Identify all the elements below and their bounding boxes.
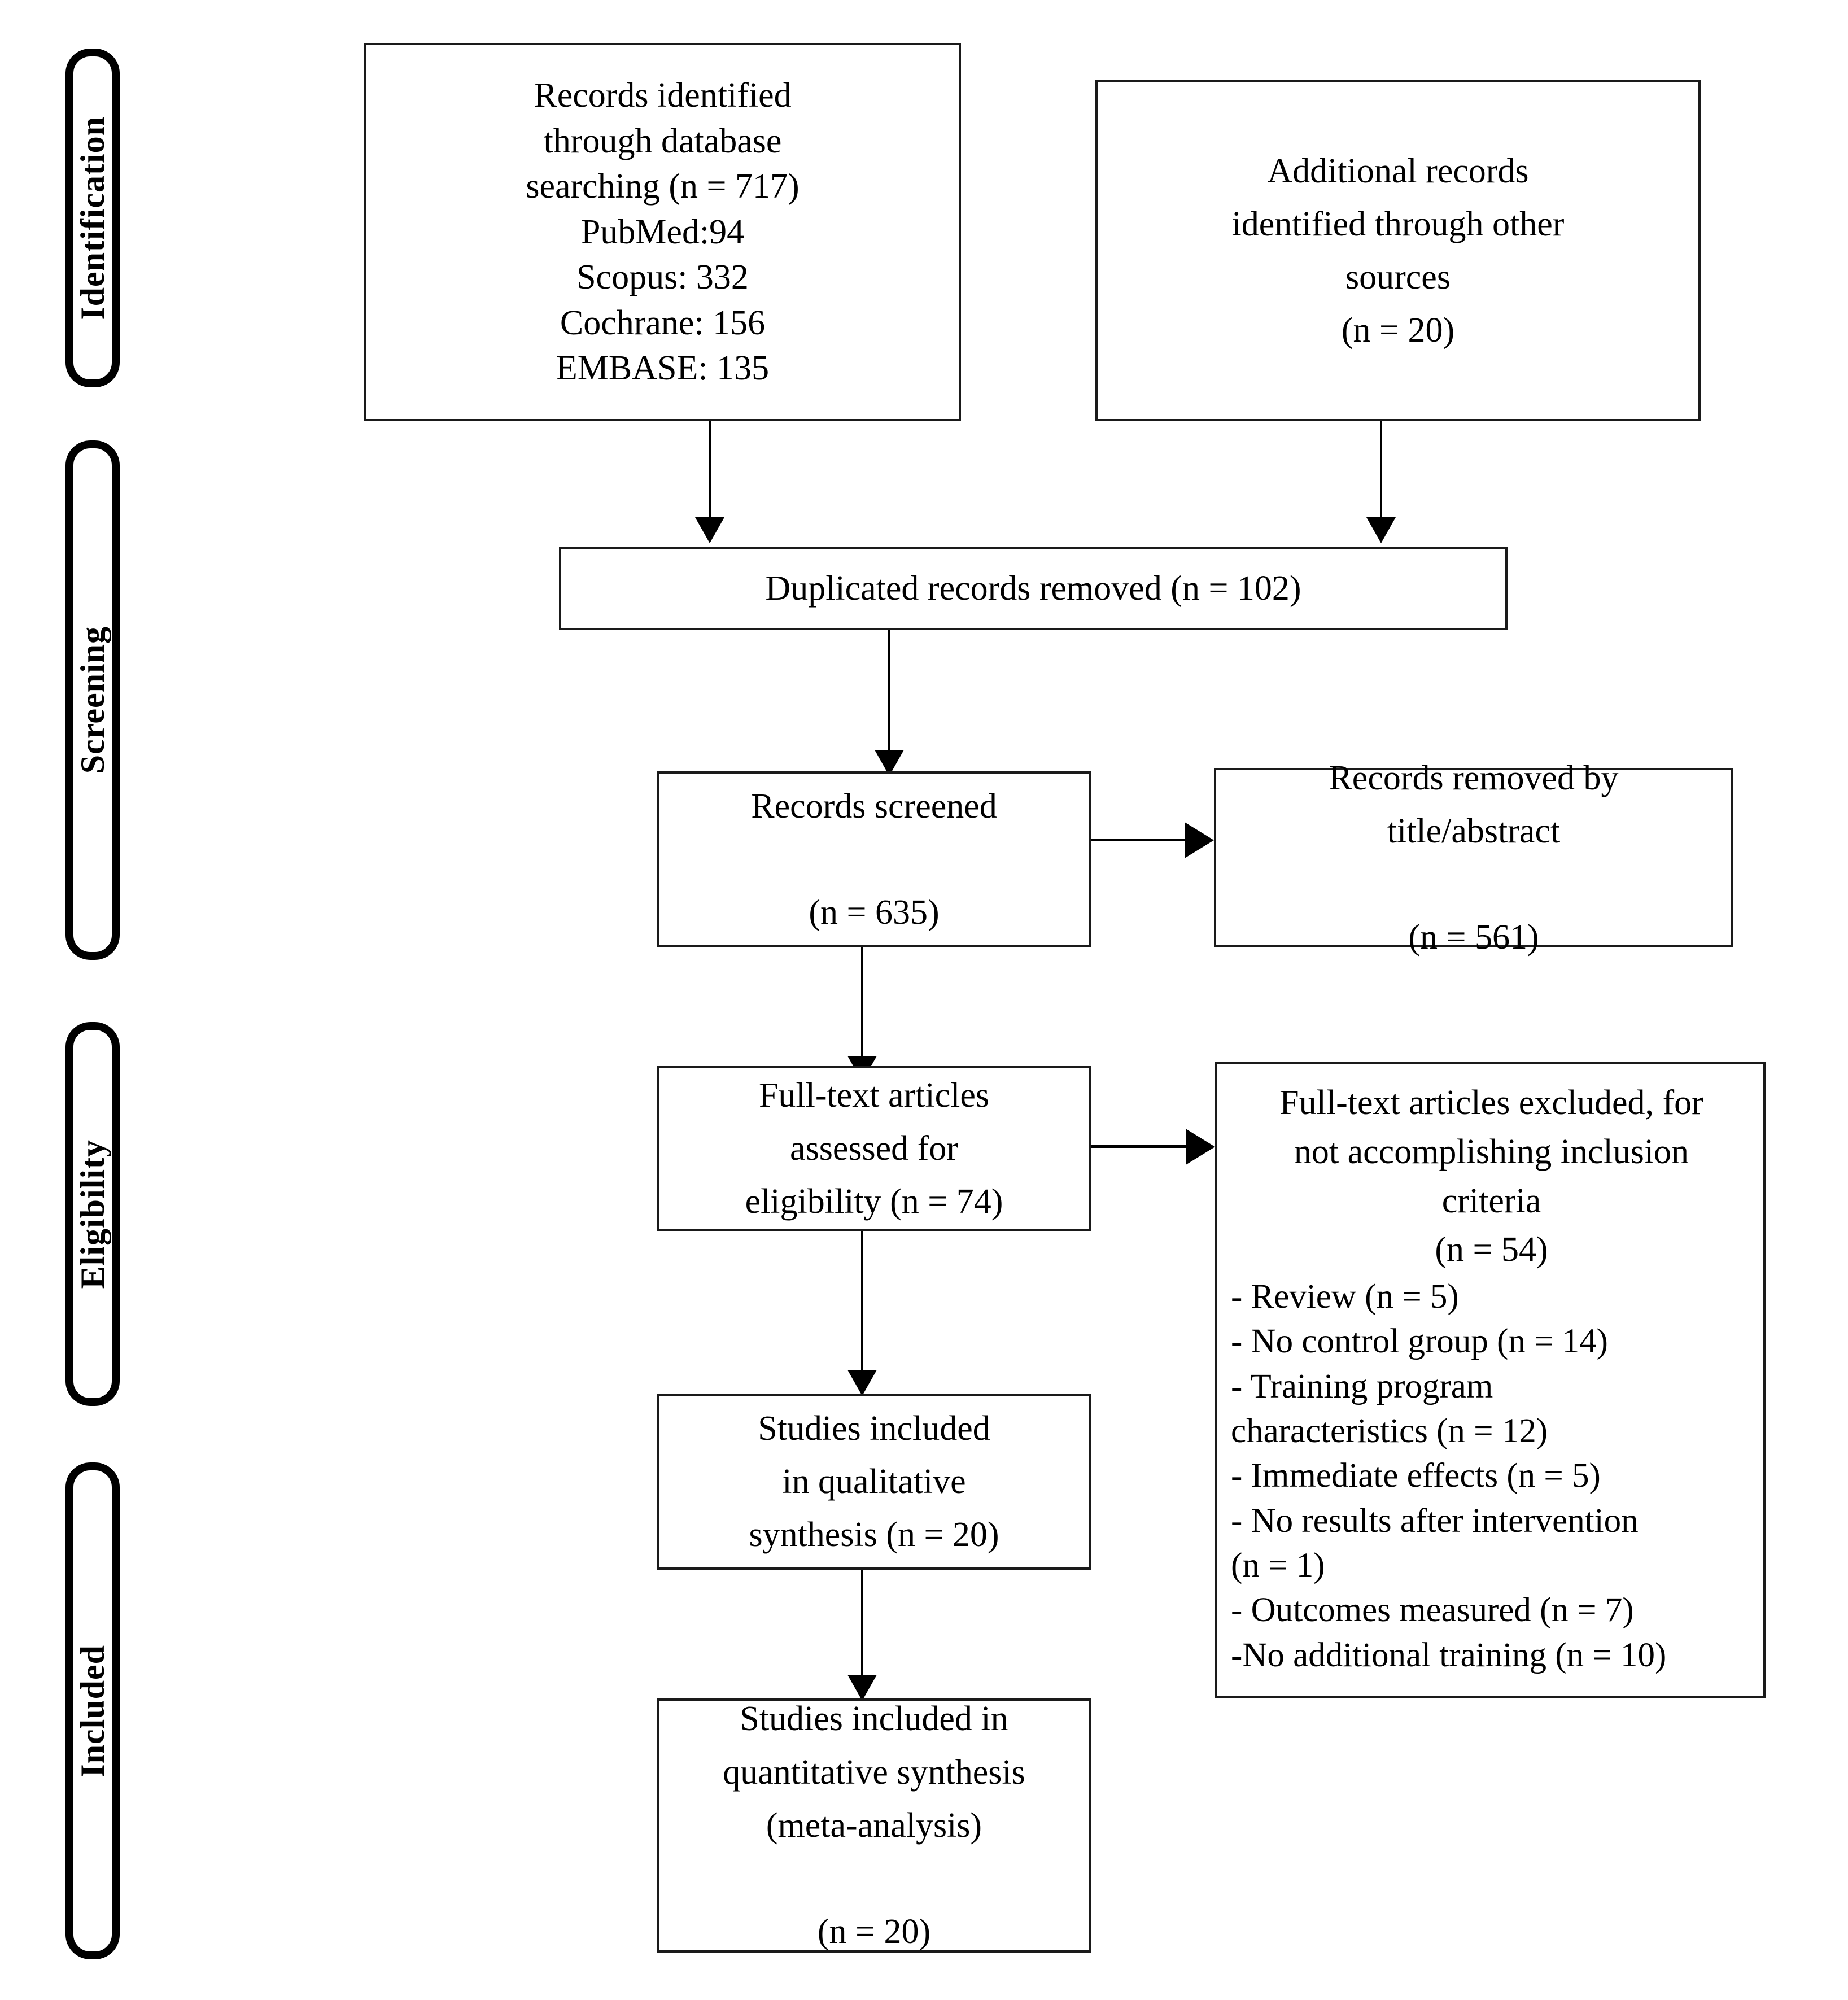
exclusion-reason-item: - Immediate effects (n = 5) xyxy=(1231,1457,1601,1495)
box-fulltext-excluded-heading: Full-text articles excluded, for not acc… xyxy=(1279,1084,1703,1269)
exclusion-reason-item: - No control group (n = 14) xyxy=(1231,1322,1608,1361)
stage-label-eligibility-text: Eligibility xyxy=(74,1139,111,1289)
connector-fulltext-to-excluded xyxy=(1091,1145,1189,1148)
box-records-removed: Records removed by title/abstract (n = 5… xyxy=(1214,759,1733,957)
stage-label-eligibility: Eligibility xyxy=(65,1022,120,1406)
box-records-removed-text: Records removed by title/abstract (n = 5… xyxy=(1329,758,1619,957)
connector-database-to-duplicates xyxy=(709,421,711,517)
arrowhead-other-to-duplicates xyxy=(1366,517,1396,543)
stage-label-identification: Identification xyxy=(65,49,120,387)
box-other-records: Additional records identified through ot… xyxy=(1095,80,1701,421)
stage-label-screening: Screening xyxy=(65,440,120,960)
exclusion-reason-list: - Review (n = 5) - No control group (n =… xyxy=(1231,1274,1752,1678)
box-qualitative-synthesis-text: Studies included in qualitative synthesi… xyxy=(749,1409,999,1554)
connector-fulltext-to-qualitative xyxy=(861,1231,863,1370)
arrowhead-database-to-duplicates xyxy=(695,517,724,543)
connector-qualitative-to-quantitative xyxy=(861,1570,863,1675)
stage-label-included-text: Included xyxy=(74,1644,111,1778)
box-other-records-text: Additional records identified through ot… xyxy=(1231,151,1565,350)
arrowhead-screened-to-removed xyxy=(1185,822,1214,858)
exclusion-reason-item: - Outcomes measured (n = 7) xyxy=(1231,1591,1634,1630)
box-duplicates-removed-text: Duplicated records removed (n = 102) xyxy=(765,569,1301,608)
exclusion-reason-item: -No additional training (n = 10) xyxy=(1231,1636,1667,1674)
connector-duplicates-to-screened xyxy=(888,630,890,750)
arrowhead-fulltext-to-excluded xyxy=(1186,1129,1215,1165)
box-quantitative-synthesis: Studies included in quantitative synthes… xyxy=(657,1698,1091,1953)
stage-label-included: Included xyxy=(65,1462,120,1959)
box-duplicates-removed: Duplicated records removed (n = 102) xyxy=(559,547,1508,630)
box-records-screened-text: Records screened (n = 635) xyxy=(751,787,997,932)
box-fulltext-excluded: Full-text articles excluded, for not acc… xyxy=(1215,1062,1766,1698)
box-fulltext-assessed-text: Full-text articles assessed for eligibil… xyxy=(745,1076,1003,1221)
connector-other-to-duplicates xyxy=(1380,421,1382,517)
stage-label-identification-text: Identification xyxy=(74,116,111,320)
connector-screened-to-fulltext xyxy=(861,947,863,1056)
exclusion-reason-item: - No results after intervention (n = 1) xyxy=(1231,1501,1639,1584)
box-fulltext-assessed: Full-text articles assessed for eligibil… xyxy=(657,1066,1091,1231)
exclusion-reason-item: - Review (n = 5) xyxy=(1231,1278,1459,1316)
arrowhead-qualitative-to-quantitative xyxy=(847,1675,877,1701)
exclusion-reason-item: - Training program characteristics (n = … xyxy=(1231,1367,1548,1451)
box-qualitative-synthesis: Studies included in qualitative synthesi… xyxy=(657,1394,1091,1570)
box-database-records-text: Records identified through database sear… xyxy=(526,76,800,388)
box-records-screened: Records screened (n = 635) xyxy=(657,771,1091,947)
stage-label-screening-text: Screening xyxy=(74,626,111,774)
box-quantitative-synthesis-text: Studies included in quantitative synthes… xyxy=(723,1700,1025,1951)
connector-screened-to-removed xyxy=(1091,839,1189,841)
box-database-records: Records identified through database sear… xyxy=(364,43,961,421)
arrowhead-fulltext-to-qualitative xyxy=(847,1370,877,1396)
